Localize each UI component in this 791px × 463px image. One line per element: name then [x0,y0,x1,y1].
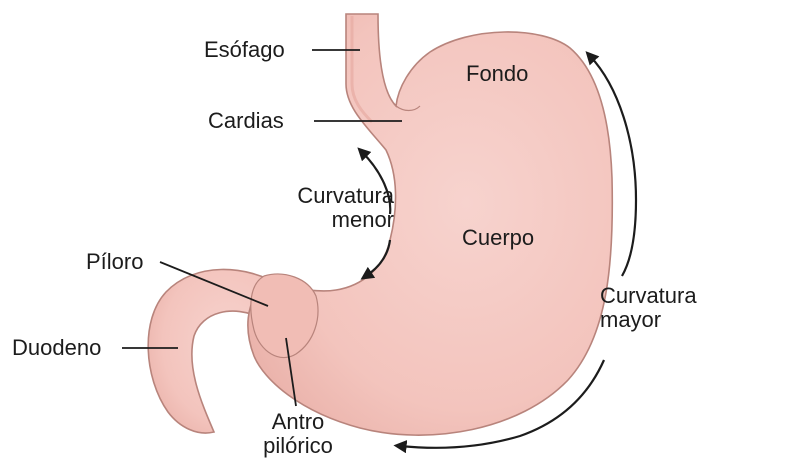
label-esofago: Esófago [204,38,285,62]
label-curvatura-menor: Curvatura menor [276,184,394,232]
label-piloro: Píloro [86,250,143,274]
label-curvatura-mayor-line2: mayor [600,308,697,332]
label-cuerpo: Cuerpo [462,226,534,250]
label-duodeno: Duodeno [12,336,101,360]
label-antro-line2: pilórico [250,434,346,458]
label-curvatura-menor-line1: Curvatura [276,184,394,208]
label-antro-pilorico: Antro pilórico [250,410,346,458]
label-curvatura-mayor-line1: Curvatura [600,284,697,308]
label-fondo: Fondo [466,62,528,86]
label-curvatura-menor-line2: menor [276,208,394,232]
label-antro-line1: Antro [250,410,346,434]
label-cardias: Cardias [208,109,284,133]
label-curvatura-mayor: Curvatura mayor [600,284,697,332]
